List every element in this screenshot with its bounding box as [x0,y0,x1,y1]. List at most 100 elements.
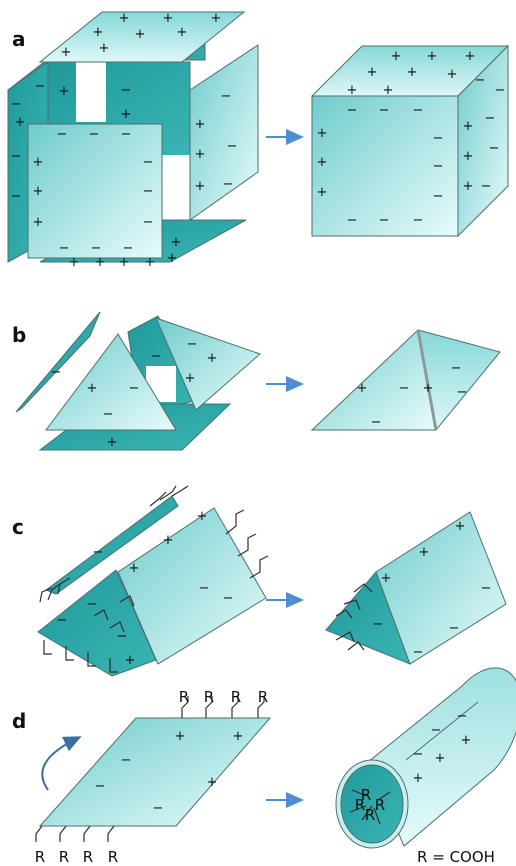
r-definition-note: R = COOH [417,848,495,866]
svg-text:+: + [463,179,474,194]
r-groups-bottom: R R R R [35,848,118,866]
svg-text:+: + [163,11,174,26]
svg-text:−: − [413,213,424,228]
flat-sheet [35,696,272,842]
svg-text:−: − [59,241,70,256]
svg-text:+: + [455,519,466,534]
svg-text:+: + [347,83,358,98]
svg-text:+: + [33,184,44,199]
cube-separated-charges: + + + + + + + + − + − + − + − − − − − + … [11,11,238,270]
svg-text:+: + [15,115,26,130]
r-groups-top: R R R R [179,688,268,706]
svg-text:R: R [108,848,118,866]
svg-text:+: + [317,155,328,170]
tube-assembled [335,667,516,849]
svg-text:−: − [143,215,154,230]
svg-text:−: − [93,545,104,560]
svg-text:−: − [103,407,114,422]
svg-text:R: R [258,688,268,706]
prism-assembled [325,511,507,665]
svg-text:+: + [95,255,106,270]
svg-text:−: − [489,141,500,156]
svg-text:−: − [449,621,460,636]
svg-text:−: − [379,213,390,228]
svg-text:+: + [93,25,104,40]
panel-label-a: a [12,27,26,51]
svg-text:−: − [481,179,492,194]
panel-label-b: b [12,323,26,347]
svg-text:−: − [371,415,382,430]
svg-text:R: R [179,688,189,706]
svg-text:−: − [433,189,444,204]
svg-text:−: − [121,127,132,142]
svg-text:+: + [185,371,196,386]
svg-text:+: + [407,65,418,80]
svg-text:−: − [35,79,46,94]
svg-text:+: + [207,351,218,366]
gap-white-1 [76,62,106,122]
panel-label-d: d [12,709,26,733]
panel-label-c: c [12,515,24,539]
svg-text:R: R [365,806,375,824]
svg-text:−: − [117,629,128,644]
svg-text:−: − [457,385,468,400]
svg-text:+: + [119,11,130,26]
svg-text:−: − [347,103,358,118]
svg-text:+: + [175,729,186,744]
svg-text:+: + [413,771,424,786]
svg-text:−: − [227,139,238,154]
svg-text:R: R [83,848,93,866]
svg-text:+: + [135,27,146,42]
svg-text:+: + [435,751,446,766]
svg-text:−: − [11,189,22,204]
svg-text:−: − [451,361,462,376]
gap-white-2 [160,155,190,215]
cube-assembled-charges: + + + + + + + + − − − − − + + + − − − − … [317,49,506,228]
svg-text:+: + [125,653,136,668]
svg-text:+: + [177,25,188,40]
svg-text:−: − [143,184,154,199]
svg-text:R: R [204,688,214,706]
svg-text:+: + [447,67,458,82]
svg-text:+: + [465,49,476,64]
svg-text:−: − [129,381,140,396]
svg-text:+: + [87,381,98,396]
prism-sheets-separated [37,485,269,677]
svg-text:−: − [433,131,444,146]
svg-text:−: − [199,581,210,596]
svg-text:+: + [419,545,430,560]
svg-text:R: R [375,796,385,814]
svg-text:−: − [153,801,164,816]
svg-text:−: − [347,213,358,228]
prism-separated-charges: − − − − + + + + − − [57,509,234,668]
svg-text:−: − [51,365,62,380]
svg-text:−: − [95,779,106,794]
svg-text:−: − [495,83,506,98]
svg-text:−: − [413,747,424,762]
svg-text:+: + [463,119,474,134]
svg-text:−: − [481,581,492,596]
svg-text:+: + [427,49,438,64]
svg-text:R: R [231,688,241,706]
svg-text:−: − [11,149,22,164]
svg-text:−: − [187,337,198,352]
tetrahedron-assembled [310,329,501,432]
cube-right-face [189,44,259,221]
cube-top-face [38,11,246,63]
svg-text:−: − [413,645,424,660]
curl-arrow [41,736,82,791]
svg-text:−: − [223,591,234,606]
svg-text:−: − [123,241,134,256]
svg-text:+: + [383,83,394,98]
svg-text:−: − [475,73,486,88]
cube-faces-separated [7,11,259,263]
svg-text:+: + [61,45,72,60]
svg-text:−: − [143,155,154,170]
tetra-assembled-charges: + − − + − − [357,361,468,430]
svg-text:−: − [121,83,132,98]
svg-text:+: + [357,381,368,396]
prism-front-face [117,507,267,665]
svg-text:−: − [57,613,68,628]
cube-front-face [27,123,163,259]
svg-text:+: + [107,435,118,450]
